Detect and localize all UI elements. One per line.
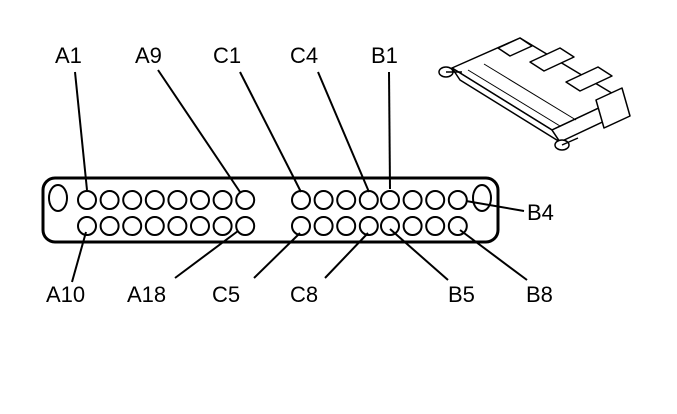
leader-a18 (174, 230, 239, 279)
connector-right-post-stem (561, 137, 579, 146)
pin-a-top-cavity-4 (144, 190, 165, 210)
pin-c-bottom-cavity-1 (291, 216, 311, 236)
pin-c-top-cavity-4 (358, 190, 379, 210)
label-a1: A1 (55, 43, 82, 68)
pin-b-top-cavity-1 (380, 190, 400, 210)
connector-latch (595, 87, 631, 129)
connector-body-outline (41, 176, 500, 244)
connector-detail-line-2 (483, 63, 577, 121)
pin-c-bottom-cavity-2 (313, 216, 334, 236)
leader-c5 (253, 232, 301, 279)
leader-a1 (74, 71, 88, 191)
leader-a10 (71, 231, 87, 283)
label-b1: B1 (371, 43, 398, 68)
pin-b-top-cavity-4 (447, 190, 468, 210)
pin-a-bottom-cavity-8 (235, 216, 256, 236)
pin-b-bottom-cavity-3 (425, 216, 446, 236)
leader-c8 (324, 232, 369, 279)
pin-a-top-cavity-1 (77, 190, 97, 210)
right-mounting-hole (472, 184, 492, 212)
label-c5: C5 (212, 282, 240, 307)
label-a18: A18 (127, 282, 166, 307)
label-a10: A10 (46, 282, 85, 307)
connector-rib-2 (529, 47, 575, 72)
leader-a9 (157, 69, 241, 193)
pin-b-bottom-cavity-2 (402, 216, 423, 236)
connector-face (41, 176, 500, 244)
pin-c-bottom-cavity-3 (336, 216, 357, 236)
pin-a-bottom-cavity-1 (77, 216, 97, 236)
pin-a-bottom-cavity-6 (190, 216, 210, 236)
pin-a-top-cavity-8 (235, 190, 256, 210)
pin-b-top-cavity-2 (402, 190, 423, 210)
label-c8: C8 (290, 282, 318, 307)
pin-a-top-cavity-3 (122, 190, 143, 210)
pin-c-top-cavity-3 (336, 190, 357, 210)
pin-a-bottom-cavity-5 (167, 216, 188, 236)
label-c1: C1 (213, 43, 241, 68)
leader-lines (71, 69, 528, 283)
pin-b-bottom-cavity-1 (380, 216, 400, 236)
left-mounting-hole (48, 184, 68, 212)
pin-a-top-cavity-5 (167, 190, 188, 210)
leader-c4 (317, 71, 370, 193)
connector-rib-1 (497, 37, 533, 57)
pin-c-top-cavity-1 (291, 190, 311, 210)
connector-rib-3 (565, 66, 613, 92)
label-b4: B4 (527, 200, 554, 225)
leader-b4 (465, 200, 525, 212)
pin-labels: A1 A9 C1 C4 B1 B4 A10 A18 C5 C8 B5 B8 (46, 43, 554, 307)
pin-c-bottom-cavity-4 (358, 216, 379, 236)
connector-isometric-illustration (438, 37, 631, 151)
pin-a-top-cavity-7 (212, 190, 233, 210)
label-b8: B8 (526, 282, 553, 307)
leader-b5 (389, 228, 449, 281)
pin-a-top-cavity-6 (190, 190, 210, 210)
connector-detail-line-1 (467, 69, 561, 127)
pin-b-top-cavity-3 (425, 190, 446, 210)
pin-a-bottom-cavity-3 (122, 216, 143, 236)
pin-cavities (77, 190, 468, 236)
label-c4: C4 (290, 43, 318, 68)
label-a9: A9 (135, 43, 162, 68)
pin-a-bottom-cavity-7 (212, 216, 233, 236)
pin-c-top-cavity-2 (313, 190, 334, 210)
pin-a-bottom-cavity-4 (144, 216, 165, 236)
leader-c1 (239, 71, 302, 193)
pin-a-bottom-cavity-2 (99, 216, 120, 236)
leader-b1 (388, 71, 391, 190)
leader-b8 (459, 229, 528, 281)
label-b5: B5 (448, 282, 475, 307)
pin-a-top-cavity-2 (99, 190, 120, 210)
